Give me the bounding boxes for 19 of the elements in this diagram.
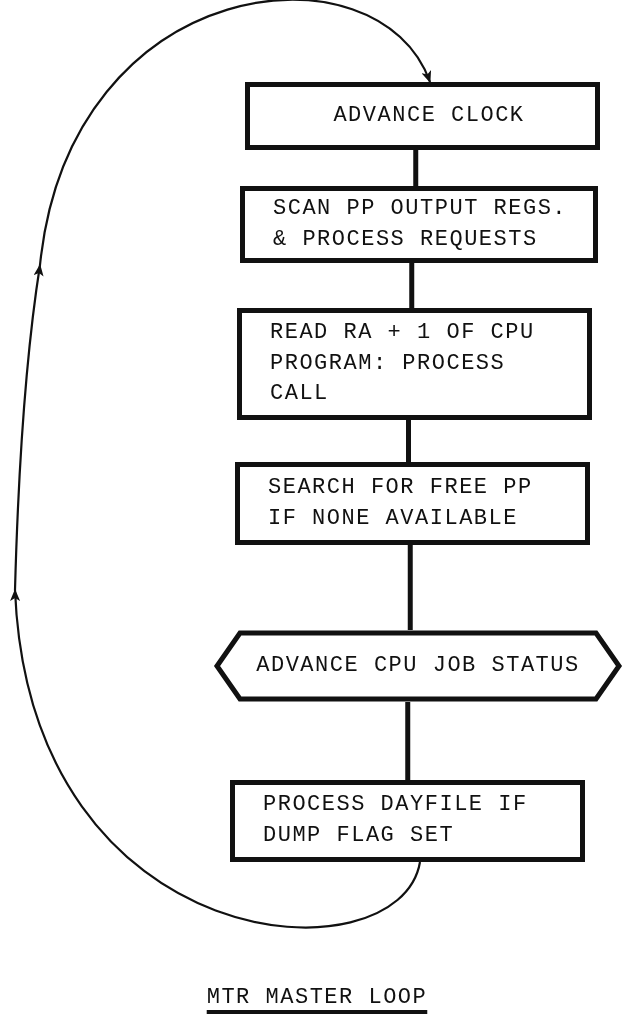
box-text: READ RA + 1 OF CPU PROGRAM: PROCESS CALL [270, 318, 536, 409]
process-box [237, 308, 592, 420]
box-text: ADVANCE CLOCK [333, 101, 525, 130]
connector-line [407, 545, 413, 630]
box-text: ADVANCE CPU JOB STATUS [256, 651, 580, 680]
connector-line [405, 702, 411, 780]
process-box [230, 780, 585, 862]
process-box [240, 186, 598, 263]
box-text: SCAN PP OUTPUT REGS. & PROCESS REQUESTS [273, 194, 569, 254]
connector-line [413, 150, 419, 186]
connector-line [406, 420, 411, 462]
process-box [245, 82, 600, 150]
caption-title: MTR MASTER LOOP [206, 985, 428, 1010]
box-text: PROCESS DAYFILE IF DUMP FLAG SET [263, 791, 529, 850]
preparation-hexagon [214, 630, 622, 702]
process-box [235, 462, 590, 545]
connector-line [409, 263, 415, 308]
loop-arrow [10, 0, 431, 929]
box-text: SEARCH FOR FREE PP IF NONE AVAILABLE [268, 473, 534, 533]
